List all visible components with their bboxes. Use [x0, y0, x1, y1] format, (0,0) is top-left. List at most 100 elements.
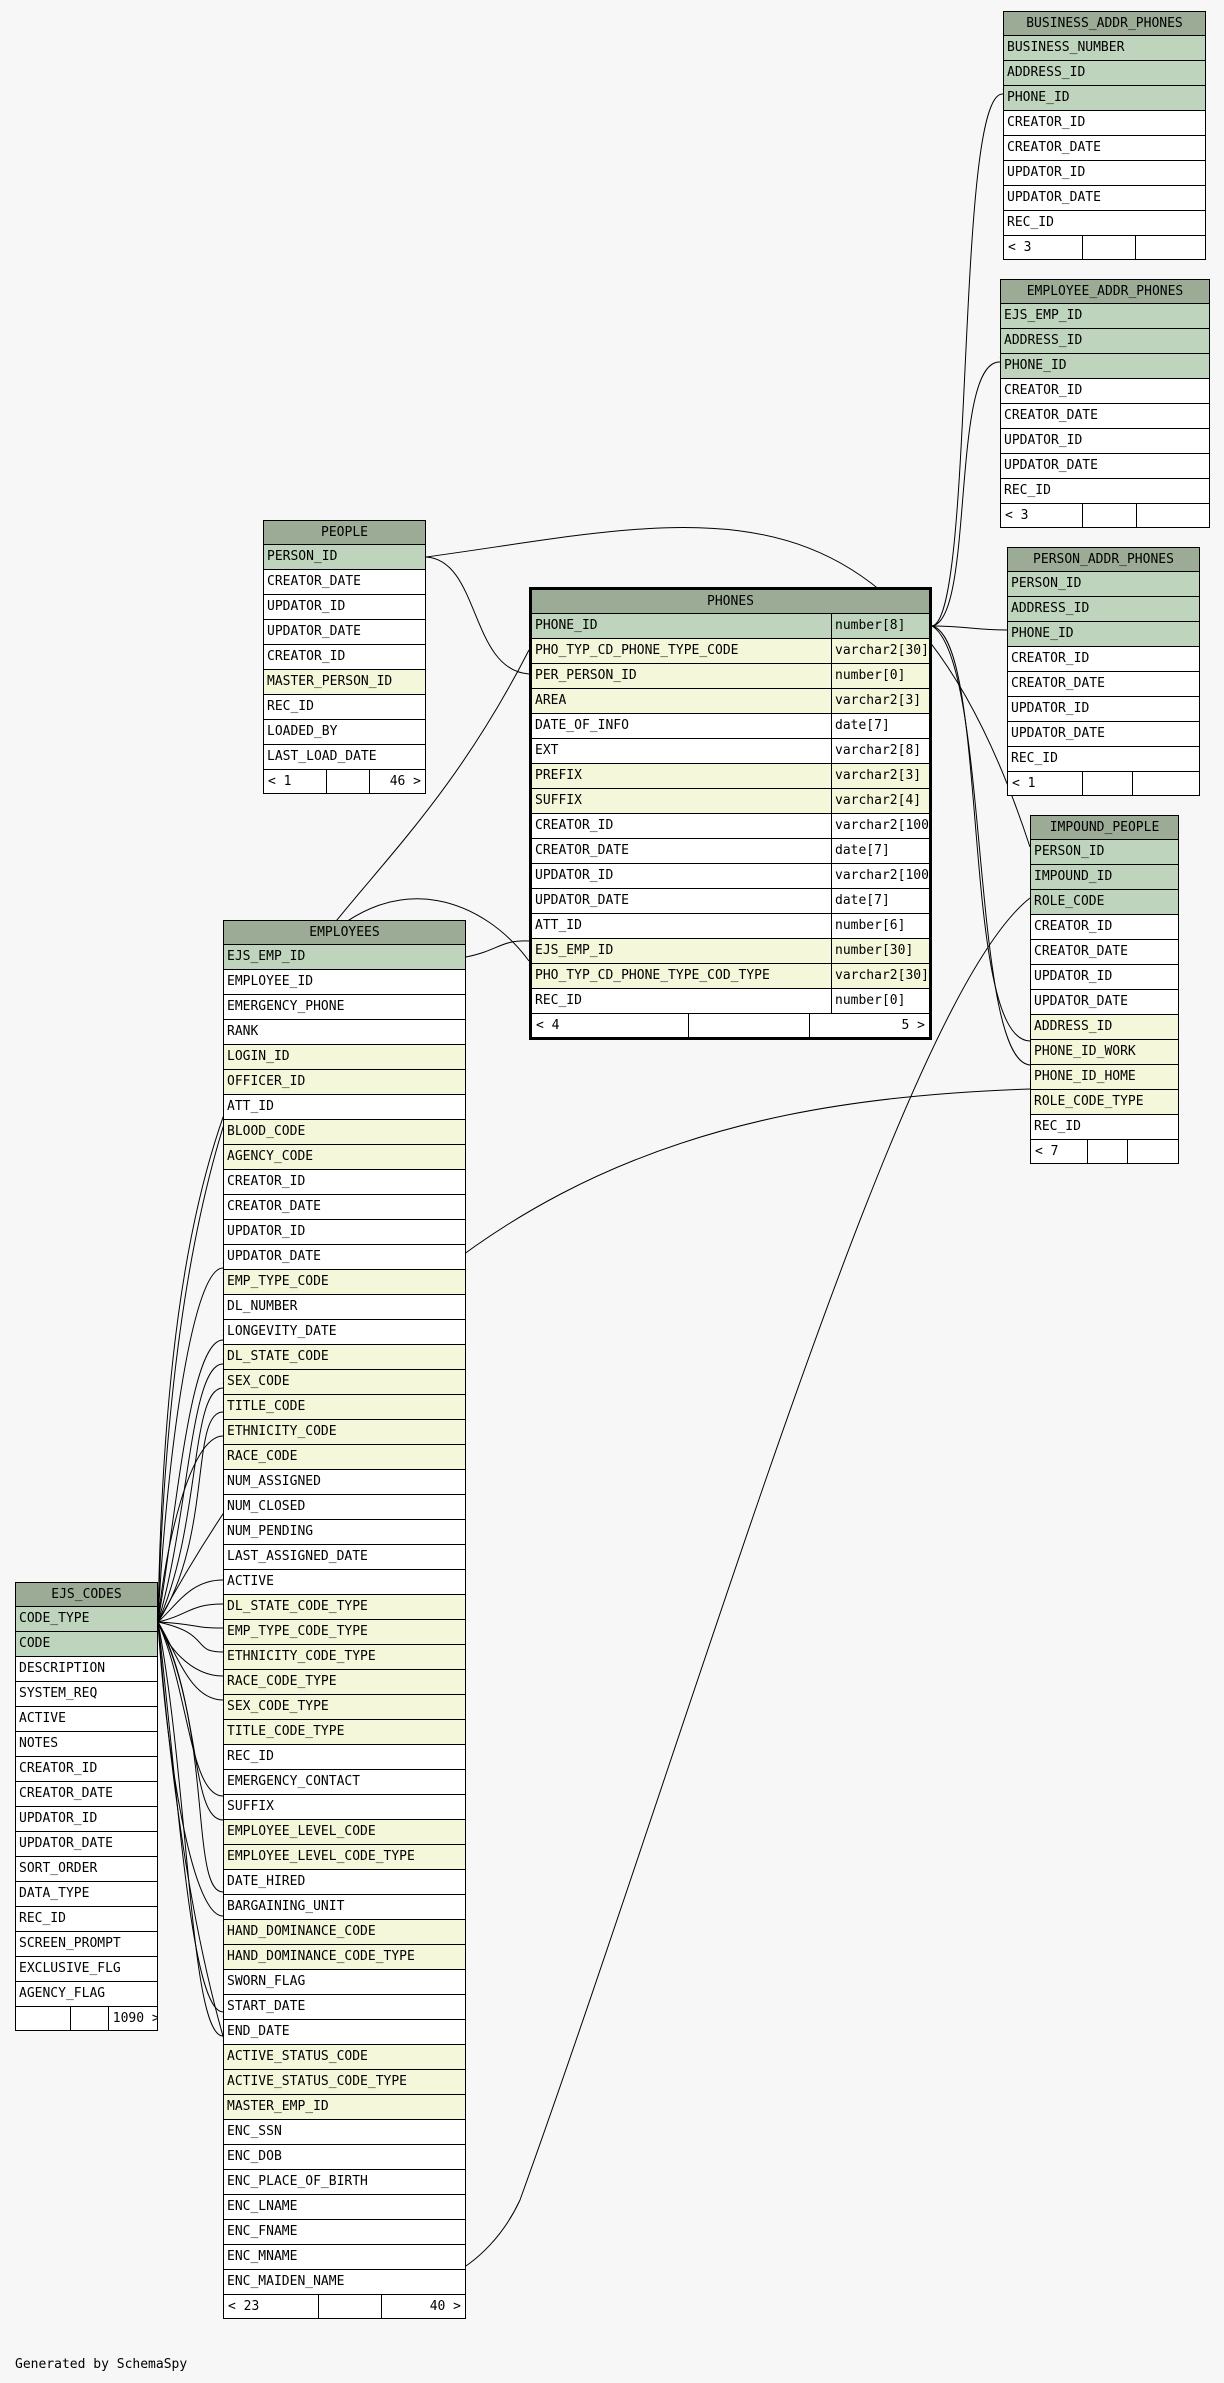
column-row[interactable]: SORT_ORDER — [16, 1857, 157, 1882]
column-row[interactable]: RACE_CODE — [224, 1445, 465, 1470]
column-row[interactable]: CREATOR_ID — [1008, 647, 1199, 672]
column-row[interactable]: EMPLOYEE_LEVEL_CODE — [224, 1820, 465, 1845]
column-row[interactable]: BLOOD_CODE — [224, 1120, 465, 1145]
column-row[interactable]: PHONE_ID — [1008, 622, 1199, 647]
column-row[interactable]: PHONE_ID_HOME — [1031, 1065, 1178, 1090]
column-row[interactable]: CREATOR_ID — [1001, 379, 1209, 404]
column-row[interactable]: ADDRESS_ID — [1001, 329, 1209, 354]
column-row[interactable]: CREATOR_ID — [264, 645, 425, 670]
column-row[interactable]: LOGIN_ID — [224, 1045, 465, 1070]
column-row[interactable]: EMP_TYPE_CODE_TYPE — [224, 1620, 465, 1645]
column-row[interactable]: UPDATOR_ID — [16, 1807, 157, 1832]
column-row[interactable]: REC_ID — [264, 695, 425, 720]
column-row[interactable]: ACTIVE — [16, 1707, 157, 1732]
column-row[interactable]: ACTIVE_STATUS_CODE — [224, 2045, 465, 2070]
column-row[interactable]: EMERGENCY_PHONE — [224, 995, 465, 1020]
column-row[interactable]: ENC_SSN — [224, 2120, 465, 2145]
column-row[interactable]: CREATOR_DATE — [264, 570, 425, 595]
parent-count[interactable]: < 1 — [264, 770, 327, 793]
column-row[interactable]: CREATOR_DATE — [1031, 940, 1178, 965]
column-row[interactable]: REC_ID — [224, 1745, 465, 1770]
column-row[interactable]: REC_ID — [16, 1907, 157, 1932]
column-row[interactable]: EJS_EMP_ID — [1001, 304, 1209, 329]
column-row[interactable]: ENC_DOB — [224, 2145, 465, 2170]
column-row[interactable]: AGENCY_FLAG — [16, 1982, 157, 2007]
column-row[interactable]: SYSTEM_REQ — [16, 1682, 157, 1707]
column-row[interactable]: ACTIVE — [224, 1570, 465, 1595]
column-row[interactable]: EMPLOYEE_ID — [224, 970, 465, 995]
column-row[interactable]: IMPOUND_ID — [1031, 865, 1178, 890]
column-row[interactable]: RANK — [224, 1020, 465, 1045]
column-row[interactable]: ENC_LNAME — [224, 2195, 465, 2220]
column-row[interactable]: MASTER_EMP_ID — [224, 2095, 465, 2120]
parent-count[interactable]: < 3 — [1004, 236, 1083, 259]
column-row[interactable]: ETHNICITY_CODE_TYPE — [224, 1645, 465, 1670]
column-row[interactable]: CREATOR_ID — [1031, 915, 1178, 940]
table-name[interactable]: BUSINESS_ADDR_PHONES — [1004, 12, 1205, 36]
column-row[interactable]: TITLE_CODE_TYPE — [224, 1720, 465, 1745]
column-row[interactable]: TITLE_CODE — [224, 1395, 465, 1420]
table-name[interactable]: IMPOUND_PEOPLE — [1031, 816, 1178, 840]
column-row[interactable]: UPDATOR_DATE — [16, 1832, 157, 1857]
column-row[interactable]: UPDATOR_DATE — [1001, 454, 1209, 479]
column-row[interactable]: ENC_PLACE_OF_BIRTH — [224, 2170, 465, 2195]
table-name[interactable]: PHONES — [532, 590, 929, 614]
column-row[interactable]: SWORN_FLAG — [224, 1970, 465, 1995]
table-name[interactable]: PEOPLE — [264, 521, 425, 545]
column-row[interactable]: CODE_TYPE — [16, 1607, 157, 1632]
column-row[interactable]: LONGEVITY_DATE — [224, 1320, 465, 1345]
table-name[interactable]: EJS_CODES — [16, 1583, 157, 1607]
column-row[interactable]: ROLE_CODE — [1031, 890, 1178, 915]
column-row[interactable]: ETHNICITY_CODE — [224, 1420, 465, 1445]
column-row[interactable]: EXCLUSIVE_FLG — [16, 1957, 157, 1982]
child-count[interactable] — [1137, 504, 1209, 527]
parent-count[interactable]: < 4 — [532, 1014, 690, 1037]
column-row[interactable]: DL_STATE_CODE — [224, 1345, 465, 1370]
column-row[interactable]: DATE_HIRED — [224, 1870, 465, 1895]
column-row[interactable]: DL_NUMBER — [224, 1295, 465, 1320]
column-row[interactable]: BARGAINING_UNIT — [224, 1895, 465, 1920]
parent-count[interactable]: < 23 — [224, 2295, 319, 2318]
column-row[interactable]: CREATOR_DATE — [1001, 404, 1209, 429]
column-row[interactable]: NUM_CLOSED — [224, 1495, 465, 1520]
child-count[interactable]: 46 > — [389, 774, 421, 789]
column-row[interactable]: EMP_TYPE_CODE — [224, 1270, 465, 1295]
column-row[interactable]: ADDRESS_ID — [1031, 1015, 1178, 1040]
column-row[interactable]: CREATOR_ID — [1004, 111, 1205, 136]
child-count[interactable]: 5 > — [901, 1018, 925, 1033]
child-count[interactable]: 1090 > — [112, 2011, 157, 2026]
column-row[interactable]: HAND_DOMINANCE_CODE — [224, 1920, 465, 1945]
column-row[interactable]: PERSON_ID — [1031, 840, 1178, 865]
child-count[interactable]: 40 > — [429, 2299, 461, 2314]
column-row[interactable]: UPDATOR_DATE — [1031, 990, 1178, 1015]
column-row[interactable]: OFFICER_ID — [224, 1070, 465, 1095]
column-row[interactable]: END_DATE — [224, 2020, 465, 2045]
column-row[interactable]: CREATOR_DATE — [16, 1782, 157, 1807]
column-row[interactable]: PHONE_ID_WORK — [1031, 1040, 1178, 1065]
column-row[interactable]: MASTER_PERSON_ID — [264, 670, 425, 695]
column-row[interactable]: REC_ID — [1008, 747, 1199, 772]
column-row[interactable]: HAND_DOMINANCE_CODE_TYPE — [224, 1945, 465, 1970]
column-row[interactable]: NOTES — [16, 1732, 157, 1757]
column-row[interactable]: PHONE_ID — [1001, 354, 1209, 379]
column-row[interactable]: LAST_ASSIGNED_DATE — [224, 1545, 465, 1570]
column-row[interactable]: UPDATOR_ID — [1001, 429, 1209, 454]
column-row[interactable]: ENC_FNAME — [224, 2220, 465, 2245]
